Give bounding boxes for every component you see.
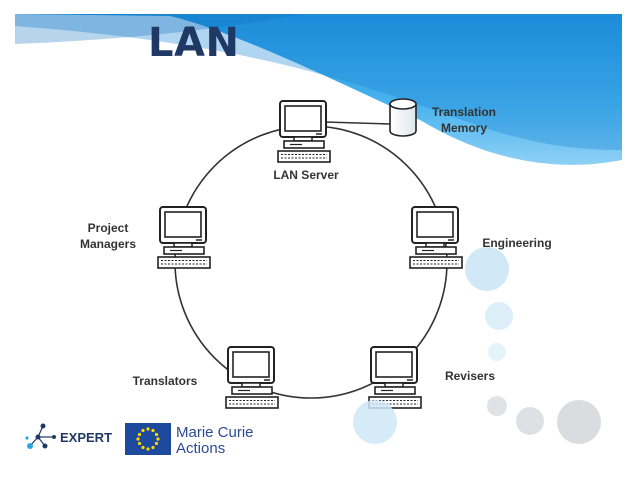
server-computer-icon bbox=[277, 100, 331, 163]
revisers-computer-icon bbox=[368, 346, 422, 409]
engineering-label: Engineering bbox=[482, 236, 552, 250]
revisers-label: Revisers bbox=[444, 369, 496, 383]
decorative-bubbles bbox=[353, 247, 601, 444]
project-managers-label-line2: Managers bbox=[79, 237, 137, 251]
project-managers-label: Project Managers bbox=[58, 220, 158, 252]
expert-logo-icon bbox=[25, 423, 56, 449]
marie-curie-line1: Marie Curie bbox=[176, 424, 254, 441]
translation-memory-label-line1: Translation bbox=[431, 105, 496, 119]
engineering-computer-icon bbox=[409, 206, 463, 269]
translation-memory-label-line2: Memory bbox=[440, 121, 487, 135]
header-banner bbox=[15, 14, 622, 165]
lan-server-label: LAN Server bbox=[273, 168, 339, 182]
translators-computer-icon bbox=[225, 346, 279, 409]
project-managers-computer-icon bbox=[157, 206, 211, 269]
expert-logo-text: EXPERT bbox=[60, 430, 113, 445]
project-managers-label-line1: Project bbox=[87, 221, 129, 235]
marie-curie-logo-text: Marie Curie Actions bbox=[176, 425, 254, 457]
translation-memory-label: Translation Memory bbox=[404, 104, 524, 136]
eu-flag-icon bbox=[125, 423, 171, 455]
memory-link bbox=[324, 121, 391, 125]
page-title: LAN bbox=[148, 20, 240, 66]
marie-curie-line2: Actions bbox=[176, 440, 226, 457]
database-icon bbox=[389, 98, 417, 137]
translators-label: Translators bbox=[132, 374, 198, 388]
